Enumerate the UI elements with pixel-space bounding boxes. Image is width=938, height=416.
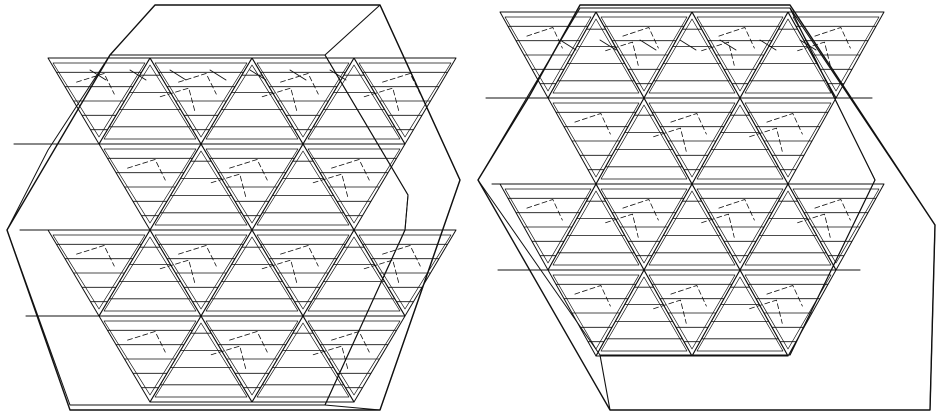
right-view-cell-down-inner <box>793 189 879 263</box>
left-view-hidden-line <box>128 331 166 352</box>
right-view-cell-up-inner <box>697 105 783 179</box>
right-view-hidden-line <box>575 113 611 134</box>
left-view-cell-down-inner <box>257 63 349 137</box>
left-view-group <box>7 5 460 410</box>
right-view-edge-hatch <box>720 40 736 50</box>
left-view-hidden-line <box>230 331 268 352</box>
right-view-hidden-line <box>623 199 659 220</box>
left-view-cell-down-inner <box>155 63 247 137</box>
left-view-side-panel <box>325 5 460 410</box>
right-view-inner-frame <box>478 8 875 355</box>
left-view-cell-up-inner <box>257 151 349 225</box>
left-view-cell-up-inner <box>308 237 400 311</box>
left-view-edge-hatch <box>170 70 186 80</box>
left-view-cell-down-inner <box>308 149 400 223</box>
left-view-cell-down-inner <box>257 235 349 309</box>
left-view-cell-down-inner <box>206 149 298 223</box>
right-view-cell-down-inner <box>553 103 639 177</box>
left-view-hidden-line <box>281 73 319 94</box>
left-view-cell-down-inner <box>155 235 247 309</box>
right-view-cell-up-inner <box>745 191 831 265</box>
right-view-hidden-line <box>767 285 803 306</box>
right-view-cell-up-inner <box>553 191 639 265</box>
left-view-outer-hexagon <box>7 5 460 410</box>
right-view-hidden-line <box>623 27 659 48</box>
left-view-hidden-line <box>281 245 319 266</box>
left-view-cell-up-inner <box>104 237 196 311</box>
right-view-cell-up-inner <box>649 19 735 93</box>
left-view-cell-down-inner <box>206 321 298 395</box>
right-view-group <box>478 5 935 410</box>
left-view-cell-up-inner <box>308 65 400 139</box>
right-view-hidden-line <box>606 42 639 65</box>
left-view-cell-up-inner <box>155 151 247 225</box>
right-view-hidden-line <box>719 27 755 48</box>
right-view-cell-down-inner <box>697 17 783 91</box>
left-view-hidden-line <box>383 245 421 266</box>
right-view-edge-hatch <box>680 40 696 50</box>
left-view-cell-down-inner <box>104 149 196 223</box>
left-view-hidden-line <box>77 73 115 94</box>
right-view-hidden-line <box>654 300 687 323</box>
right-view-hidden-line <box>750 300 783 323</box>
left-view-edge-hatch <box>90 70 106 80</box>
left-view-hidden-line <box>128 159 166 180</box>
right-view-cell-up-inner <box>697 277 783 351</box>
right-view-side-panel <box>600 8 935 410</box>
right-view-cell-down-inner <box>697 189 783 263</box>
left-view-hidden-line <box>179 245 217 266</box>
right-view-hidden-line <box>575 285 611 306</box>
left-view-cell-down-inner <box>104 321 196 395</box>
right-view-hidden-line <box>815 27 851 48</box>
right-view-hidden-line <box>606 214 639 237</box>
right-view-hidden-line <box>767 113 803 134</box>
left-view-hidden-line <box>77 245 115 266</box>
right-view-hidden-line <box>671 113 707 134</box>
left-view-cell-down-inner <box>308 321 400 395</box>
right-view-cell-up-inner <box>601 105 687 179</box>
right-view-cell-down-inner <box>649 103 735 177</box>
left-view-cell-down-inner <box>53 235 145 309</box>
left-view-hidden-line <box>383 73 421 94</box>
right-view-outer-hexagon <box>478 5 935 410</box>
right-view-hidden-line <box>671 285 707 306</box>
right-view-cell-down-inner <box>505 189 591 263</box>
left-view-hidden-line <box>332 159 370 180</box>
right-view-edge-hatch <box>640 40 656 50</box>
right-view-hidden-line <box>815 199 851 220</box>
left-view-cell-down-inner <box>359 63 451 137</box>
right-view-hidden-line <box>750 128 783 151</box>
left-view-cell-up-inner <box>155 323 247 397</box>
right-view-edge-hatch <box>600 40 616 50</box>
right-view-cell-down-inner <box>601 189 687 263</box>
left-view-edge-hatch <box>210 70 226 80</box>
right-view-cell-down-inner <box>505 17 591 91</box>
right-view-cell-up-inner <box>745 19 831 93</box>
right-view-hidden-line <box>719 199 755 220</box>
right-view-hidden-line <box>654 128 687 151</box>
left-view-hidden-line <box>230 159 268 180</box>
left-view-hidden-line <box>179 73 217 94</box>
right-view-cell-down-inner <box>553 275 639 349</box>
right-view-cell-down-inner <box>745 275 831 349</box>
right-view-cell-down-inner <box>649 275 735 349</box>
right-view-cell-up-inner <box>649 191 735 265</box>
right-view-cell-down-inner <box>601 17 687 91</box>
right-view-hidden-line <box>527 199 563 220</box>
right-view-hidden-line <box>798 214 831 237</box>
right-view-cell-down-inner <box>745 103 831 177</box>
right-view-hidden-line <box>702 214 735 237</box>
left-view-cell-up-inner <box>206 237 298 311</box>
right-view-cell-up-inner <box>601 277 687 351</box>
left-view-cell-up-inner <box>257 323 349 397</box>
left-view-cell-up-inner <box>104 65 196 139</box>
